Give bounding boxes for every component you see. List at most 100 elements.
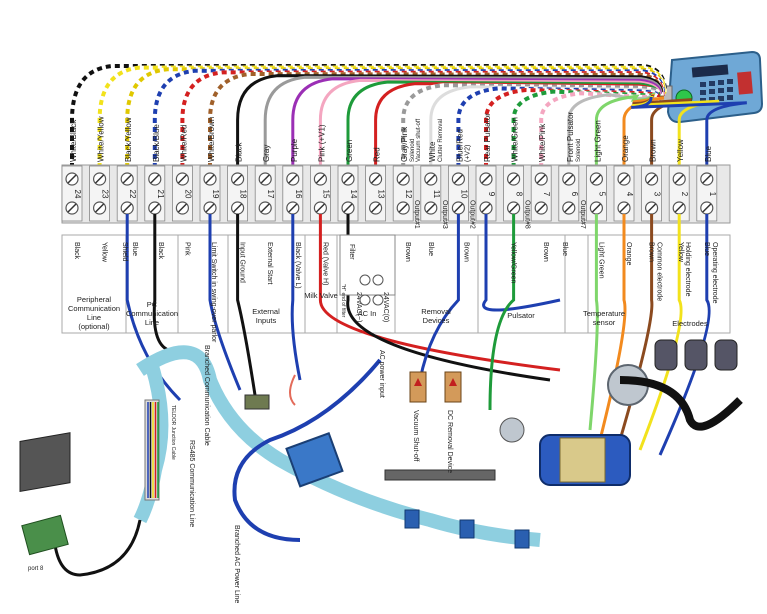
lower-wire bbox=[638, 214, 683, 451]
lower-label-23: Blue bbox=[703, 242, 710, 256]
wire-9 bbox=[484, 87, 658, 168]
terminal-number-16: 16 bbox=[294, 190, 303, 199]
terminal-number-24: 24 bbox=[73, 190, 82, 199]
screw-slot bbox=[702, 174, 712, 184]
undefined-line1: Inputs bbox=[256, 316, 277, 325]
wire-label-8: White/Green bbox=[511, 117, 520, 162]
screw-slot bbox=[619, 174, 629, 184]
label-teldor: TELDOR Junction Cable bbox=[170, 405, 176, 460]
computer-monitor bbox=[19, 432, 71, 493]
lower-label-11: Brown bbox=[404, 242, 411, 262]
true-line0: Milk Valve bbox=[304, 291, 338, 300]
wire-label-9: Rear Pulsator bbox=[483, 113, 492, 162]
wire-label-18: Black bbox=[235, 141, 244, 162]
wire-label-1: Blue bbox=[704, 145, 713, 162]
label-dc-removal: DC Removal Device bbox=[446, 410, 453, 473]
screw-slot bbox=[315, 203, 325, 213]
removal-cylinder bbox=[499, 417, 525, 443]
lower-label-21: Yellow bbox=[677, 242, 684, 263]
branched-cable bbox=[136, 345, 541, 547]
wire-12 bbox=[401, 83, 660, 168]
sublabel-solenoid-2: Solenoid bbox=[576, 139, 582, 162]
ac-terminal bbox=[359, 274, 371, 286]
wire-label-6: Front Pulsator bbox=[566, 111, 575, 162]
wire-label-17: Gray bbox=[262, 145, 271, 162]
wire-label-7: White/Pink bbox=[538, 123, 547, 162]
label-ac-power: AC power input bbox=[378, 350, 385, 398]
label-vacuum: Vacuum Shut-off bbox=[412, 410, 419, 462]
undefined-line1: Communication bbox=[68, 304, 120, 313]
lower-label-8: External Start bbox=[266, 242, 273, 284]
wire-19 bbox=[208, 71, 664, 168]
terminal-number-19: 19 bbox=[211, 190, 220, 199]
screw-slot bbox=[647, 174, 657, 184]
lower-label-12: Blue bbox=[427, 242, 434, 256]
label-branched-comm: Branched Communication Cable bbox=[203, 345, 210, 446]
screw-slot bbox=[67, 174, 77, 184]
wire-label-14: Green bbox=[345, 140, 354, 162]
lower-label-14: Yellow/Green bbox=[510, 242, 517, 283]
terminal-number-1: 1 bbox=[708, 192, 717, 197]
lower-label-13: Brown bbox=[462, 242, 469, 262]
output-label-1: Output#1 bbox=[413, 200, 420, 229]
lower-label-5: Pink bbox=[183, 242, 190, 256]
wire-label-19: White/Brown bbox=[207, 117, 216, 162]
screw-slot bbox=[371, 203, 381, 213]
screw-slot bbox=[260, 174, 270, 184]
screw-slot bbox=[702, 203, 712, 213]
junction-box bbox=[285, 432, 344, 488]
screw-slot bbox=[122, 203, 132, 213]
output-label-3: Output#2 bbox=[468, 200, 475, 229]
screw-slot bbox=[536, 174, 546, 184]
screw-slot bbox=[398, 174, 408, 184]
lower-wire bbox=[588, 214, 599, 431]
lower-wire bbox=[208, 214, 242, 391]
ac-terminal bbox=[372, 274, 384, 286]
screw-slot bbox=[564, 174, 574, 184]
lower-label-7: Input Ground bbox=[239, 242, 246, 283]
lower-label-10: Red (Valve H) bbox=[321, 242, 328, 285]
lower-wire bbox=[346, 214, 551, 382]
interface-card bbox=[21, 514, 69, 556]
wire-label-11: White bbox=[428, 141, 437, 162]
wire-label-23: White/Yellow bbox=[97, 116, 106, 162]
screw-slot bbox=[453, 174, 463, 184]
terminal-number-6: 6 bbox=[570, 192, 579, 197]
screw-slot bbox=[122, 174, 132, 184]
wire-label-10: Blue/Red bbox=[455, 129, 464, 162]
wire-1 bbox=[631, 96, 747, 168]
vac24b-label: 24VAC(0) bbox=[382, 292, 389, 322]
lower-label-1: Yellow bbox=[101, 242, 108, 263]
screw-slot bbox=[619, 203, 629, 213]
wire-label-22: Black/Yellow bbox=[124, 117, 133, 162]
screw-slot bbox=[343, 174, 353, 184]
terminal-number-7: 7 bbox=[542, 192, 551, 197]
screw-slot bbox=[233, 203, 243, 213]
lower-wire bbox=[598, 214, 627, 441]
terminal-number-10: 10 bbox=[459, 190, 468, 199]
sublabel-vacuum: Vacuum shut-off bbox=[416, 119, 422, 162]
ac-terminal bbox=[372, 294, 384, 306]
terminal-number-22: 22 bbox=[128, 190, 137, 199]
screw-slot bbox=[481, 174, 491, 184]
start-button-hand bbox=[289, 374, 296, 406]
lower-wire bbox=[482, 214, 561, 312]
true-line1: sensor bbox=[593, 318, 616, 327]
ac-terminal bbox=[359, 294, 371, 306]
undefined-line0: Peripheral bbox=[77, 295, 112, 304]
wire-22 bbox=[125, 67, 666, 168]
screw-slot bbox=[205, 203, 215, 213]
screw-slot bbox=[591, 174, 601, 184]
terminal-number-2: 2 bbox=[680, 192, 689, 197]
screw-slot bbox=[426, 203, 436, 213]
screw-slot bbox=[426, 174, 436, 184]
wire-10 bbox=[456, 86, 659, 168]
removal-rod bbox=[384, 469, 496, 481]
ac-power-line bbox=[232, 358, 382, 542]
wire-label-3: Brown bbox=[649, 139, 658, 162]
terminal-number-11: 11 bbox=[432, 190, 441, 199]
screw-slot bbox=[343, 203, 353, 213]
screw-slot bbox=[371, 174, 381, 184]
lower-label-22: Holding electrode bbox=[684, 242, 691, 297]
